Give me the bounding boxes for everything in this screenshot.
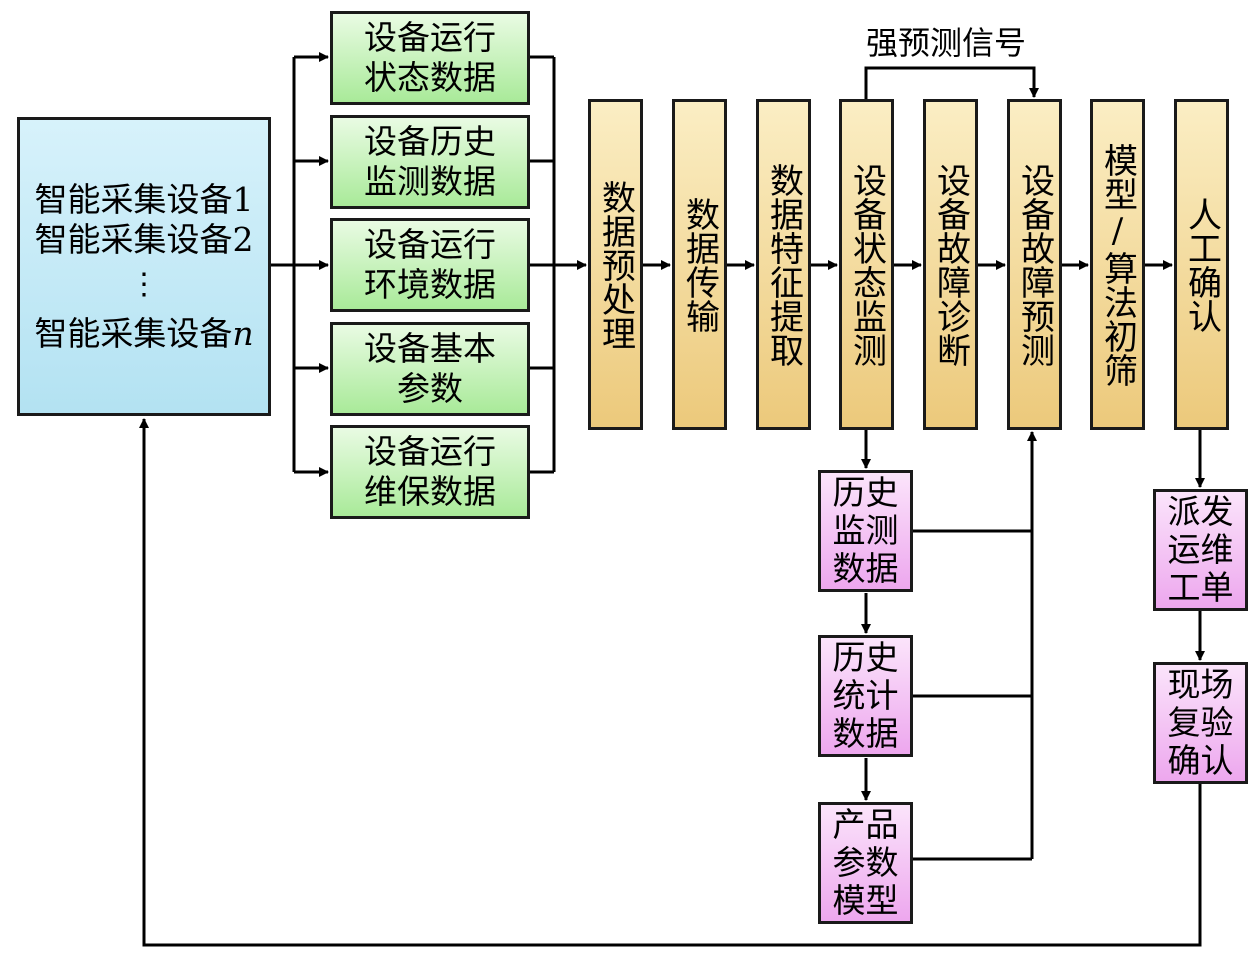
data-box-maintenance: 设备运行维保数据 — [330, 425, 530, 519]
history-statistics-data: 历史统计数据 — [818, 635, 913, 757]
stage-status-monitoring: 设备状态监测 — [839, 99, 894, 430]
onsite-recheck: 现场复验确认 — [1153, 662, 1248, 784]
ellipsis-vertical: ⋮ — [129, 266, 159, 302]
device-line-n: 智能采集设备n — [34, 313, 254, 353]
stage-feature-extraction: 数据特征提取 — [756, 99, 811, 430]
data-box-environment: 设备运行环境数据 — [330, 218, 530, 312]
stage-fault-prediction: 设备故障预测 — [1007, 99, 1062, 430]
device-line-2: 智能采集设备2 — [34, 219, 254, 259]
data-box-history: 设备历史监测数据 — [330, 115, 530, 209]
product-parameter-model: 产品参数模型 — [818, 802, 913, 924]
strong-signal-arrow — [864, 66, 1039, 99]
stage-manual-confirm: 人工确认 — [1174, 99, 1229, 430]
stage-transmission: 数据传输 — [672, 99, 727, 430]
collection-devices-box: 智能采集设备1 智能采集设备2 ⋮ 智能采集设备n — [17, 117, 271, 416]
data-box-basic-params: 设备基本参数 — [330, 322, 530, 416]
data-box-status: 设备运行状态数据 — [330, 11, 530, 105]
stage-fault-diagnosis: 设备故障诊断 — [923, 99, 978, 430]
stage-preprocess: 数据预处理 — [588, 99, 643, 430]
feedback-loop-arrow — [139, 418, 1202, 947]
strong-signal-label: 强预测信号 — [866, 24, 1027, 62]
stage-model-screening: 模型/算法初筛 — [1090, 99, 1145, 430]
dispatch-work-order: 派发运维工单 — [1153, 489, 1248, 611]
device-line-1: 智能采集设备1 — [34, 179, 254, 219]
history-monitoring-data: 历史监测数据 — [818, 470, 913, 592]
